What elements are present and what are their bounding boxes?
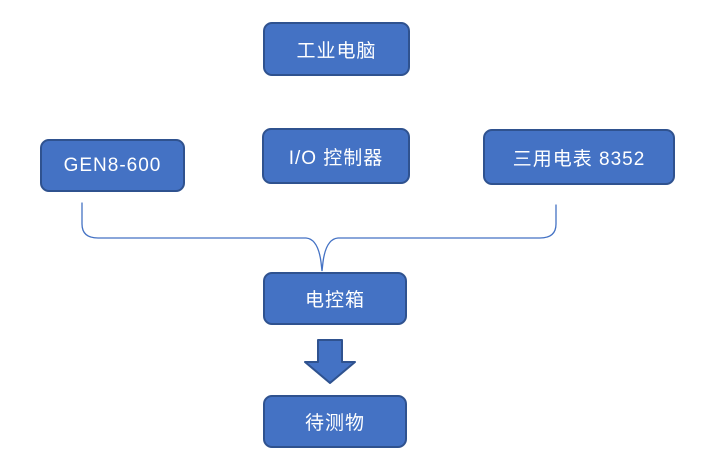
gen8-600-node: GEN8-600 bbox=[40, 139, 185, 192]
control-box-node: 电控箱 bbox=[263, 272, 407, 325]
down-arrow-icon bbox=[304, 339, 356, 384]
gen8-600-label: GEN8-600 bbox=[63, 154, 162, 176]
control-box-label: 电控箱 bbox=[304, 290, 365, 311]
io-controller-label: I/O 控制器 bbox=[288, 147, 384, 169]
dut-node: 待测物 bbox=[263, 395, 407, 448]
io-controller-node: I/O 控制器 bbox=[262, 128, 410, 184]
curly-brace-connector bbox=[81, 202, 557, 272]
industrial-pc-label: 工业电脑 bbox=[296, 40, 377, 62]
dut-label: 待测物 bbox=[304, 413, 365, 434]
multimeter-node: 三用电表 8352 bbox=[483, 129, 675, 185]
multimeter-label: 三用电表 8352 bbox=[512, 148, 646, 170]
industrial-pc-node: 工业电脑 bbox=[263, 22, 410, 76]
